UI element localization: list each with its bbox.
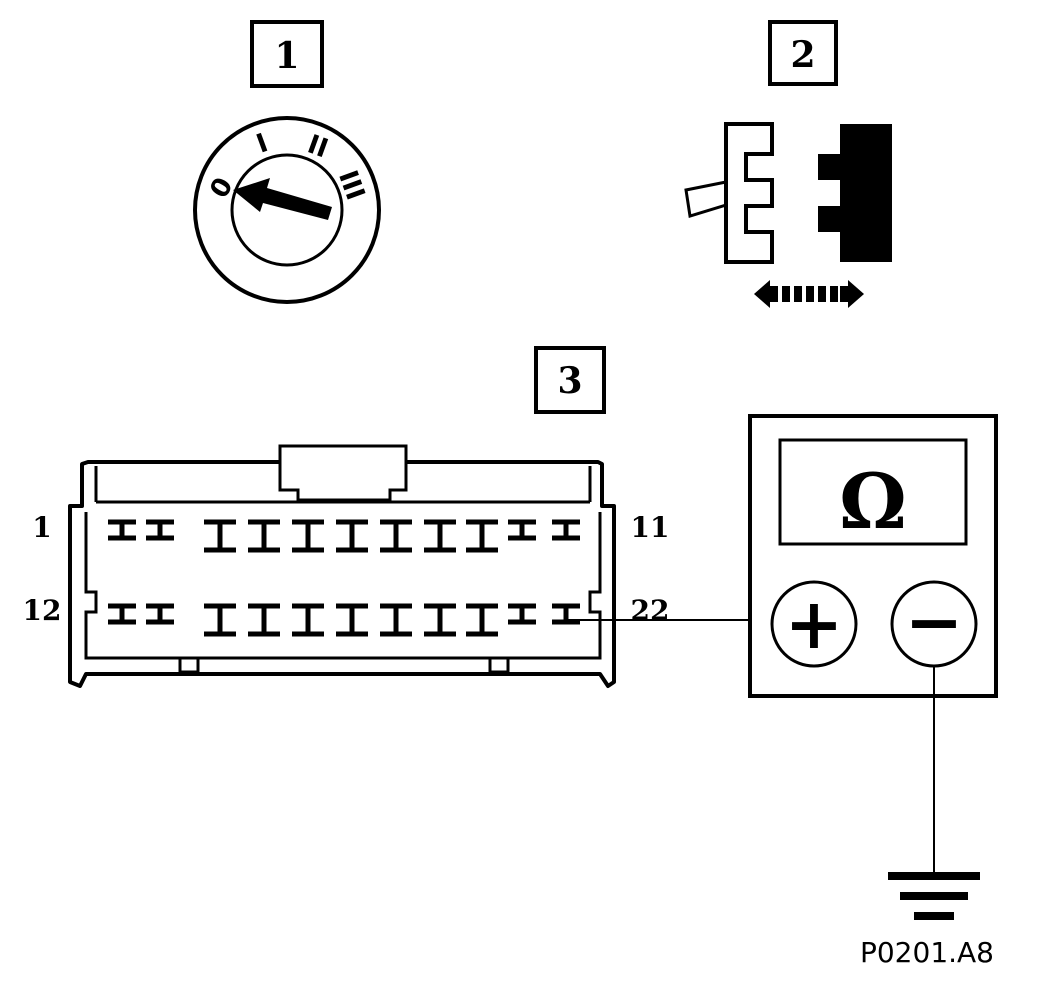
pin-4 bbox=[248, 519, 280, 553]
key-arrow-icon bbox=[233, 178, 332, 220]
pin-3 bbox=[204, 519, 236, 553]
step-2-box bbox=[768, 20, 838, 86]
ohmmeter: Ω + − bbox=[748, 414, 998, 698]
pin-17 bbox=[336, 603, 368, 637]
step-1-group: 1 0 I II III bbox=[193, 20, 381, 304]
step-2-group: 2 bbox=[684, 20, 892, 308]
step-1-box bbox=[250, 20, 324, 88]
pin-5 bbox=[292, 519, 324, 553]
ohm-symbol: Ω bbox=[839, 457, 907, 546]
pin-11 bbox=[552, 519, 580, 541]
pin-15 bbox=[248, 603, 280, 637]
pin-label-22: 22 bbox=[631, 594, 670, 627]
pin-21 bbox=[508, 603, 536, 625]
step-3-group: 3 bbox=[534, 346, 606, 414]
pin-2 bbox=[146, 519, 174, 541]
positive-terminal: + bbox=[770, 580, 858, 668]
pin-19 bbox=[424, 603, 456, 637]
ignition-switch-icon: 0 I II III bbox=[193, 116, 381, 304]
step-3-label: 3 bbox=[557, 360, 582, 402]
step-1-label: 1 bbox=[274, 35, 299, 77]
pin-10 bbox=[508, 519, 536, 541]
pin-13 bbox=[146, 603, 174, 625]
positive-symbol: + bbox=[785, 582, 844, 665]
pin-7 bbox=[380, 519, 412, 553]
pin-1 bbox=[108, 519, 136, 541]
ground-icon bbox=[888, 872, 980, 920]
pin-6 bbox=[336, 519, 368, 553]
pin-label-1: 1 bbox=[32, 511, 51, 544]
negative-symbol: − bbox=[905, 580, 964, 663]
pin-9 bbox=[466, 519, 498, 553]
connector-22-pin: 1 11 12 22 bbox=[23, 444, 670, 688]
pin-label-11: 11 bbox=[631, 511, 670, 544]
negative-terminal: − bbox=[890, 580, 978, 668]
pin-14 bbox=[204, 603, 236, 637]
ohmmeter-display bbox=[778, 438, 968, 546]
double-arrow-icon bbox=[754, 280, 864, 308]
pin-18 bbox=[380, 603, 412, 637]
pins-row-1 bbox=[108, 519, 580, 553]
pin-label-12: 12 bbox=[23, 594, 62, 627]
figure-code: P0201.A8 bbox=[860, 936, 994, 969]
step-3-box bbox=[534, 346, 606, 414]
pin-20 bbox=[466, 603, 498, 637]
pin-8 bbox=[424, 519, 456, 553]
step-2-label: 2 bbox=[790, 34, 815, 76]
pins-row-2 bbox=[108, 603, 580, 637]
connector-disconnect-icon bbox=[684, 122, 892, 308]
pin-12 bbox=[108, 603, 136, 625]
pin-16 bbox=[292, 603, 324, 637]
